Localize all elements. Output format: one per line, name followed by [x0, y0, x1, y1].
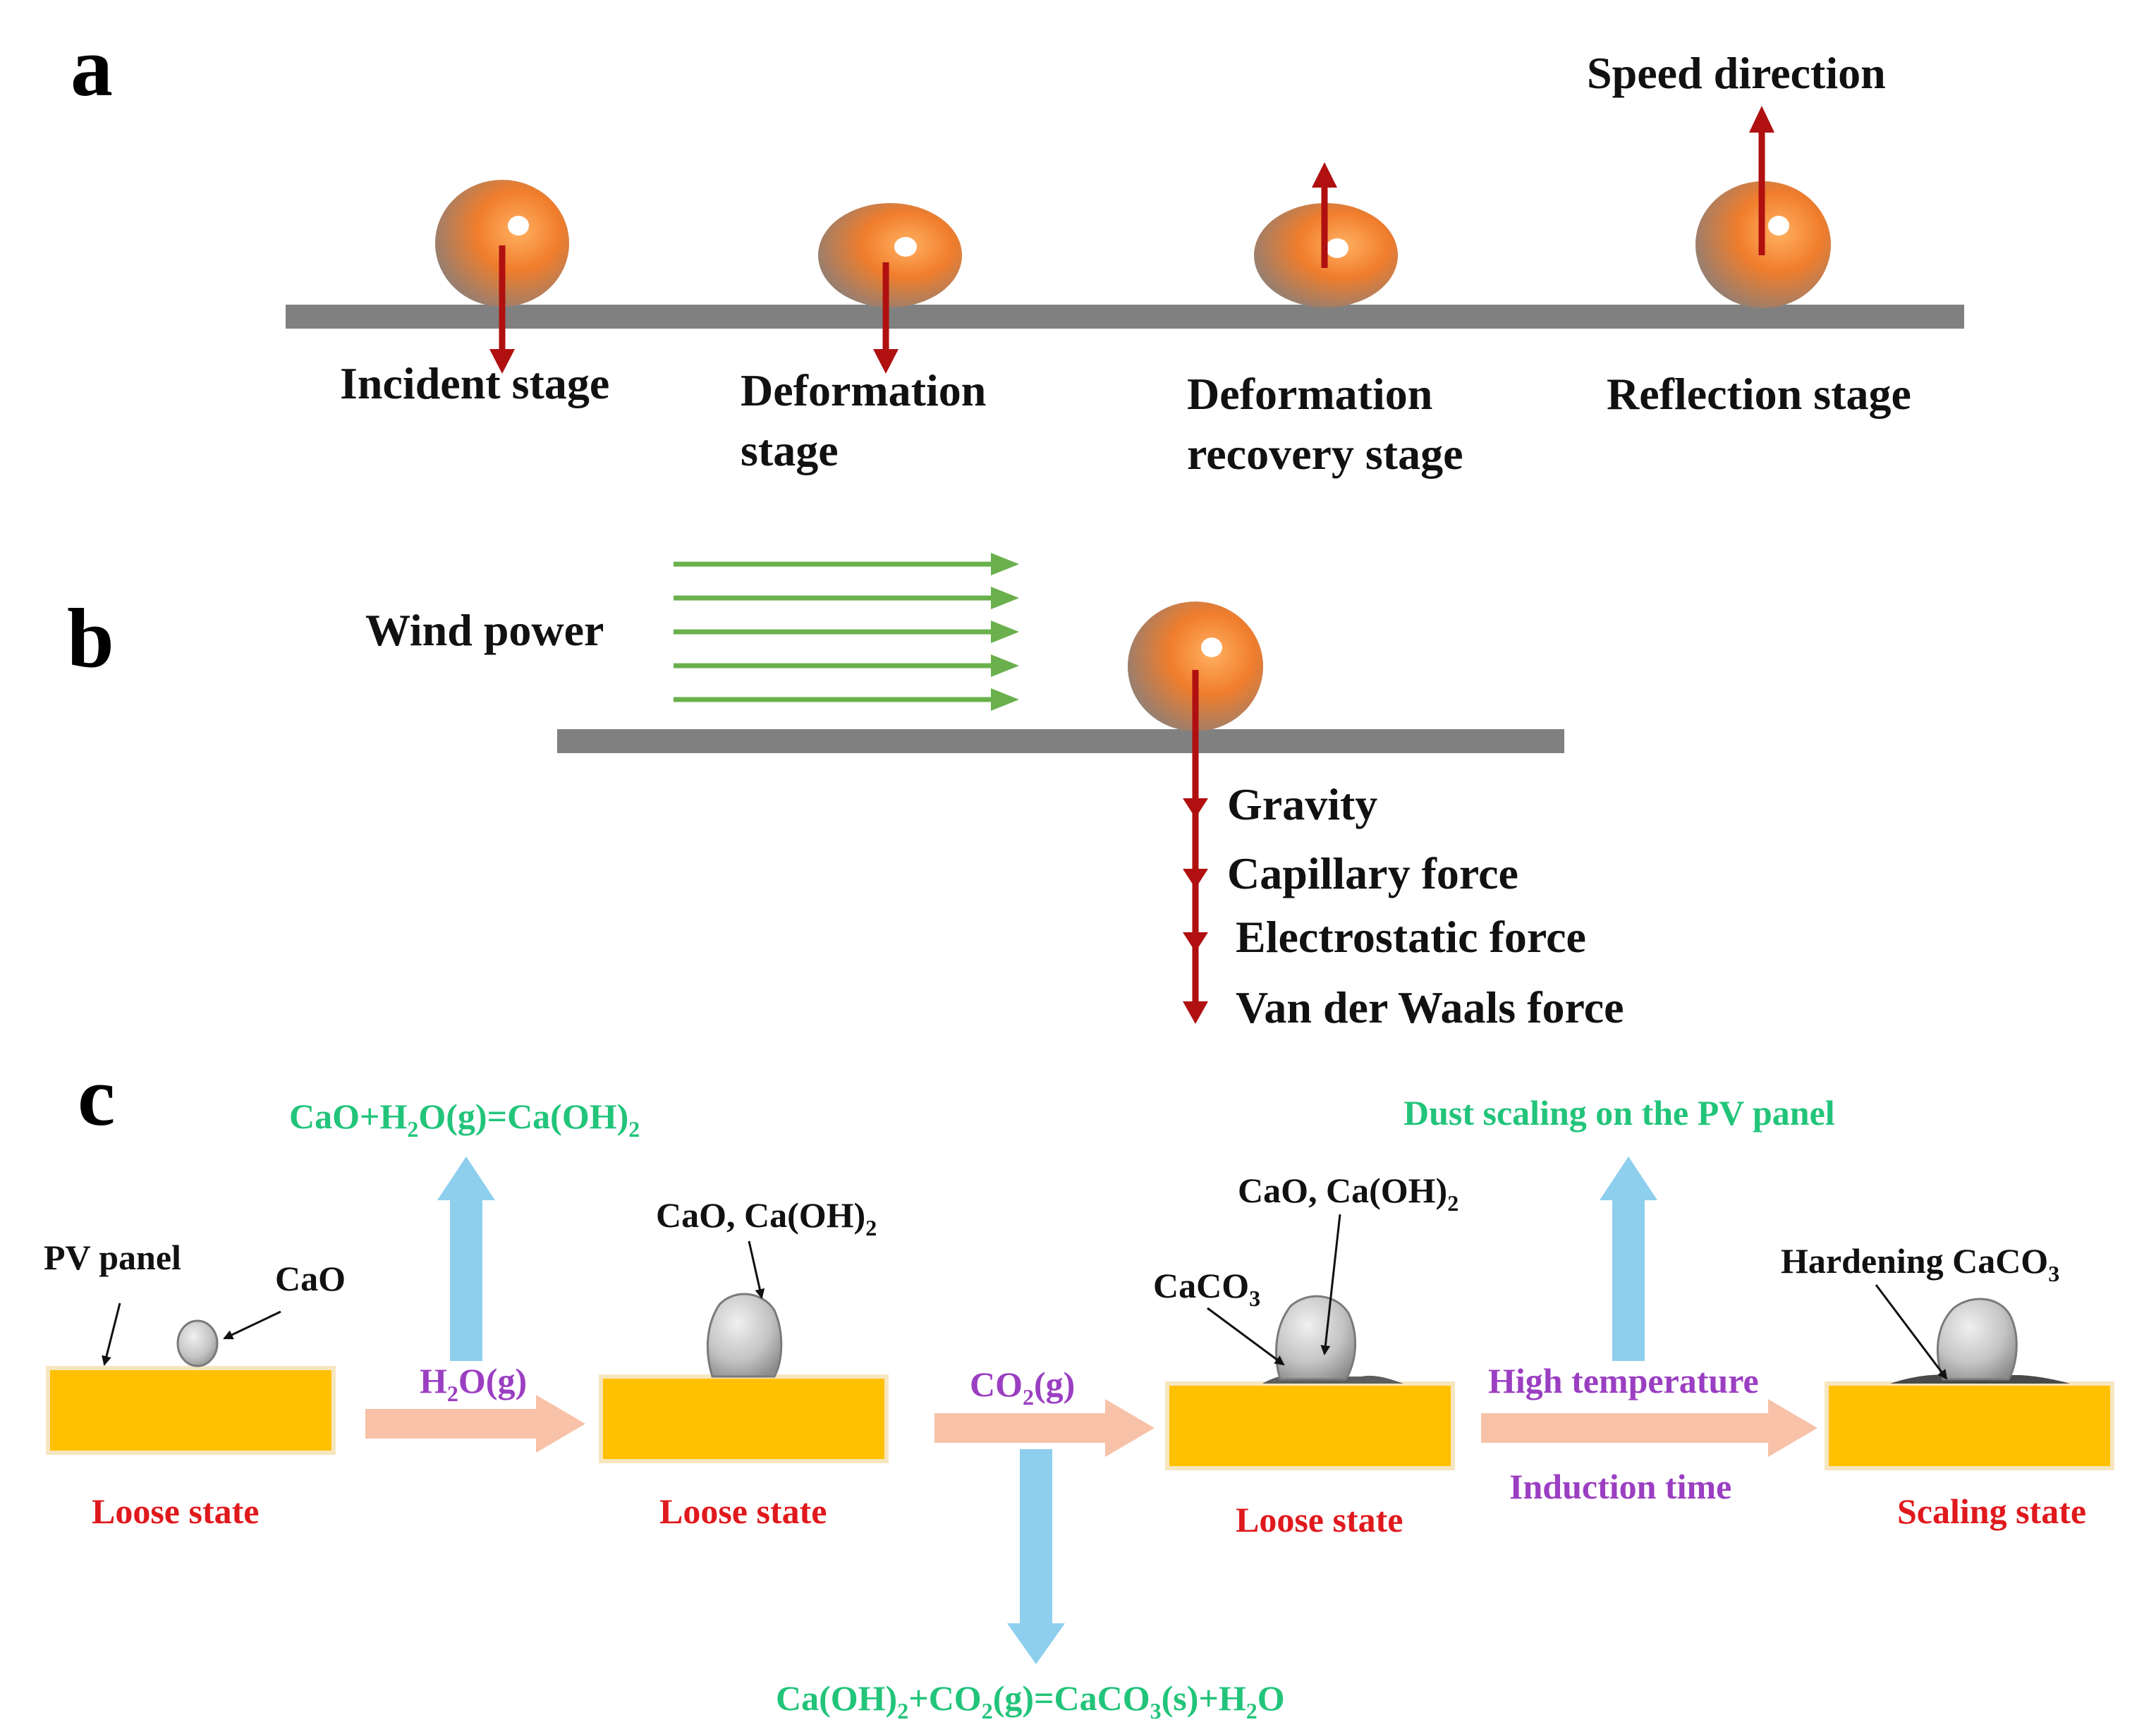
cao-pointer — [223, 1310, 281, 1340]
mix-pointer-3 — [1320, 1214, 1341, 1355]
mix-pointer-2 — [748, 1240, 765, 1299]
dust-scaling-label: Dust scaling on the PV panel — [1403, 1093, 1835, 1133]
force-arrowhead — [1183, 932, 1208, 952]
salmon-arrow-1 — [365, 1395, 585, 1453]
wind-arrow — [674, 553, 1019, 575]
h2o-arrow-label: H2O(g) — [420, 1361, 527, 1406]
high-temperature-label: High temperature — [1488, 1361, 1759, 1400]
stage-label-reflection: Reflection stage — [1607, 369, 1911, 419]
mix-label-2: CaO, Ca(OH)2 — [656, 1195, 877, 1240]
droplet-incident — [435, 180, 569, 374]
dust-particle-3 — [1262, 1295, 1403, 1384]
force-capillary-label: Capillary force — [1227, 848, 1518, 898]
wind-arrow — [674, 688, 1019, 711]
caco3-label: CaCO3 — [1153, 1266, 1260, 1311]
force-arrows — [1183, 670, 1208, 1024]
pv-panel-3 — [1165, 1381, 1455, 1470]
stage-label-recovery-2: recovery stage — [1187, 429, 1463, 479]
pv-panel-pointer — [102, 1302, 121, 1366]
speed-direction-label: Speed direction — [1587, 48, 1886, 98]
cao-particle — [176, 1319, 219, 1367]
force-electrostatic-label: Electrostatic force — [1236, 912, 1586, 962]
state-label-4: Scaling state — [1897, 1491, 2086, 1531]
state-label-3: Loose state — [1236, 1500, 1403, 1539]
surface-bar-b — [557, 729, 1564, 753]
wind-arrows — [674, 553, 1019, 711]
wind-arrow — [674, 587, 1019, 609]
reaction-1-label: CaO+H2O(g)=Ca(OH)2 — [289, 1097, 640, 1142]
stage-label-incident: Incident stage — [340, 358, 609, 408]
droplet-recovery — [1254, 162, 1398, 307]
co2-arrow-label: CO2(g) — [970, 1365, 1075, 1410]
droplet-b — [1128, 602, 1263, 731]
stage-label-recovery-1: Deformation — [1187, 369, 1432, 419]
droplet-deformation — [818, 203, 962, 374]
mix-label-3: CaO, Ca(OH)2 — [1238, 1171, 1458, 1216]
panel-b-letter: b — [67, 591, 114, 685]
wind-arrow — [674, 654, 1019, 677]
droplet-reflection — [1695, 106, 1831, 308]
wind-arrow — [674, 621, 1019, 643]
caco3-pointer — [1207, 1307, 1285, 1366]
dust-particle-4 — [1890, 1298, 2070, 1384]
salmon-arrow-3 — [1481, 1399, 1817, 1457]
force-gravity-label: Gravity — [1227, 779, 1377, 829]
force-arrowhead — [1183, 798, 1208, 818]
pv-panel-2 — [599, 1374, 889, 1463]
stage-label-deformation-2: stage — [741, 425, 839, 475]
wind-power-label: Wind power — [365, 605, 604, 655]
blue-up-arrow-1 — [437, 1157, 495, 1361]
surface-bar-a — [286, 305, 1964, 329]
salmon-arrow-2 — [934, 1399, 1155, 1457]
blue-up-arrow-2 — [1600, 1157, 1657, 1361]
blue-down-arrow — [1007, 1449, 1065, 1664]
stage-label-deformation-1: Deformation — [741, 365, 986, 415]
induction-time-label: Induction time — [1509, 1467, 1731, 1506]
force-arrowhead — [1183, 1001, 1208, 1024]
force-vanderwaals-label: Van der Waals force — [1236, 982, 1624, 1032]
pv-panel-4 — [1825, 1381, 2114, 1470]
panel-c-letter: c — [78, 1049, 115, 1143]
panel-a-letter: a — [71, 20, 113, 114]
pv-panel-1 — [46, 1366, 336, 1455]
pv-panel-label: PV panel — [44, 1238, 181, 1277]
reaction-2-label: Ca(OH)2+CO2(g)=CaCO3(s)+H2O — [776, 1678, 1285, 1723]
state-label-2: Loose state — [659, 1491, 827, 1531]
force-arrowhead — [1183, 869, 1208, 889]
hardening-pointer — [1875, 1284, 1948, 1380]
state-label-1: Loose state — [92, 1491, 259, 1531]
hardening-label: Hardening CaCO3 — [1781, 1241, 2059, 1286]
cao-label: CaO — [275, 1259, 346, 1298]
dust-particle-2 — [707, 1293, 783, 1378]
